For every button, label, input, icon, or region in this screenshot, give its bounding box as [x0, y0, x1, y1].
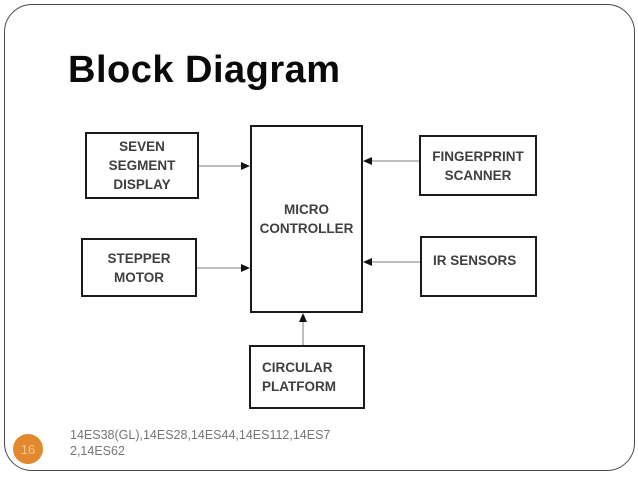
node-circular-platform: CIRCULAR PLATFORM: [249, 345, 365, 409]
node-stepper-motor: STEPPER MOTOR: [81, 238, 197, 297]
arrow-circular-platform-to-microcontroller: [299, 313, 307, 345]
arrow-fingerprint-scanner-to-microcontroller: [363, 157, 419, 165]
page-title: Block Diagram: [68, 49, 341, 91]
node-fingerprint-scanner: FINGERPRINT SCANNER: [419, 135, 537, 196]
arrow-ir-sensors-to-microcontroller: [363, 258, 420, 266]
node-micro-controller: MICRO CONTROLLER: [250, 125, 363, 313]
page-number-badge: 16: [13, 434, 43, 464]
page-number: 16: [20, 441, 36, 457]
arrow-seven-segment-to-microcontroller: [199, 162, 250, 170]
arrow-stepper-motor-to-microcontroller: [197, 264, 250, 272]
footer-course-codes: 14ES38(GL),14ES28,14ES44,14ES112,14ES7 2…: [70, 428, 331, 458]
node-seven-segment-display: SEVEN SEGMENT DISPLAY: [85, 132, 199, 199]
node-ir-sensors: IR SENSORS: [420, 236, 537, 297]
